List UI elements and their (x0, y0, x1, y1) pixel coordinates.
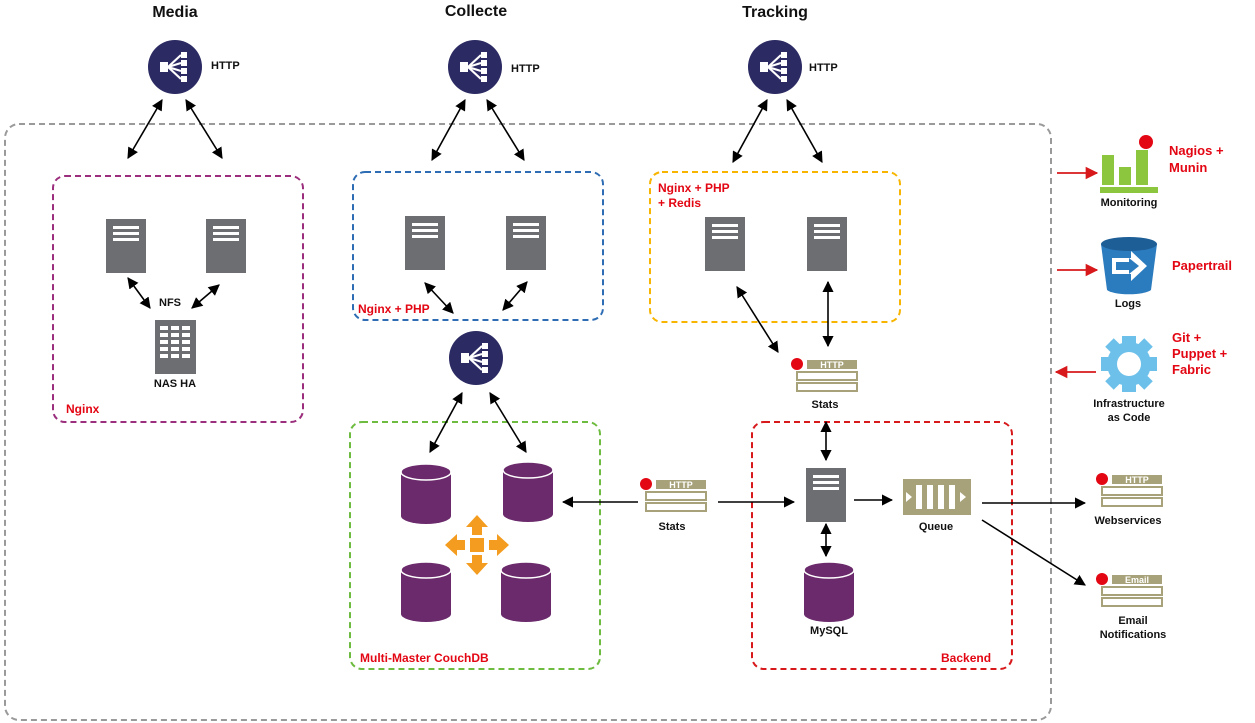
logs-tool: Papertrail (1172, 258, 1232, 273)
stats-tracking-tag: HTTP (820, 360, 844, 370)
email-tag: Email (1125, 575, 1149, 585)
nas-icon (155, 320, 196, 374)
load-balancer-icon (447, 329, 505, 387)
email-label-line2: Notifications (1100, 629, 1167, 641)
database-icon (502, 461, 554, 523)
server-icon (806, 468, 846, 522)
server-icon (807, 217, 847, 271)
collecte-group (352, 171, 604, 321)
gear-icon (1101, 336, 1157, 392)
lb-label-media: HTTP (211, 60, 240, 72)
database-icon (400, 561, 452, 623)
nfs-label: NFS (159, 297, 181, 309)
lb-label-collecte: HTTP (511, 63, 540, 75)
backend-group (751, 421, 1013, 670)
infra-label-line1: Infrastructure (1093, 398, 1165, 410)
monitoring-label: Monitoring (1101, 197, 1158, 209)
couchdb-group-label: Multi-Master CouchDB (360, 651, 489, 665)
http-endpoint-icon (1096, 473, 1163, 507)
connection-arrows (127, 99, 1087, 586)
webservices-label: Webservices (1094, 515, 1161, 527)
couchdb-group (349, 421, 601, 670)
lb-label-tracking: HTTP (809, 62, 838, 74)
infra-tool-line3: Fabric (1172, 362, 1211, 377)
database-icon (400, 463, 452, 525)
stats-tracking-label: Stats (812, 399, 839, 411)
http-endpoint-icon (640, 478, 707, 512)
database-icon (500, 561, 552, 623)
media-group (52, 175, 304, 423)
load-balancer-icon (746, 38, 804, 96)
infra-tool-line1: Git + (1172, 330, 1202, 345)
logs-bucket-icon (1101, 237, 1157, 295)
monitoring-arrows (1054, 166, 1099, 379)
http-endpoint-icon (791, 358, 858, 392)
stats-center-label: Stats (659, 521, 686, 533)
collecte-group-label: Nginx + PHP (358, 302, 430, 316)
webservices-tag: HTTP (1125, 475, 1149, 485)
tracking-group-label-line2: + Redis (658, 196, 701, 210)
server-icon (705, 217, 745, 271)
column-title-media: Media (152, 4, 197, 21)
logs-label: Logs (1115, 298, 1141, 310)
replication-icon (445, 515, 509, 575)
stats-center-tag: HTTP (669, 480, 693, 490)
platform-boundary (4, 123, 1052, 721)
server-icon (506, 216, 546, 270)
queue-icon (903, 479, 971, 515)
tracking-group-label-line1: Nginx + PHP (658, 181, 730, 195)
load-balancer-icon (146, 38, 204, 96)
monitoring-icon (1100, 135, 1158, 193)
server-icon (106, 219, 146, 273)
monitoring-tool-line1: Nagios + (1169, 143, 1224, 158)
infra-tool-line2: Puppet + (1172, 346, 1228, 361)
media-group-label: Nginx (66, 402, 100, 416)
email-label-line1: Email (1118, 615, 1147, 627)
database-icon (803, 561, 855, 623)
email-endpoint-icon (1096, 573, 1163, 607)
load-balancer-icon (446, 38, 504, 96)
infra-label-line2: as Code (1108, 412, 1151, 424)
queue-label: Queue (919, 521, 953, 533)
column-title-tracking: Tracking (742, 4, 808, 21)
column-title-collecte: Collecte (445, 3, 507, 20)
server-icon (405, 216, 445, 270)
mysql-label: MySQL (810, 625, 848, 637)
monitoring-tool-line2: Munin (1169, 160, 1207, 175)
server-icon (206, 219, 246, 273)
backend-group-label: Backend (941, 651, 991, 665)
nas-label: NAS HA (154, 378, 196, 390)
